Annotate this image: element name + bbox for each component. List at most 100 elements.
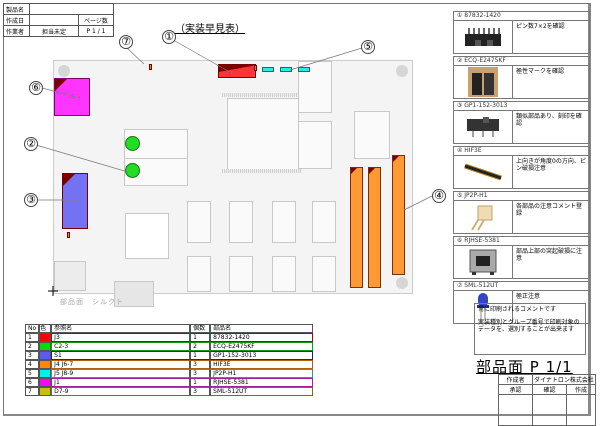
callout-6: ⑥ (29, 81, 43, 95)
legend-no: 7 (25, 387, 40, 396)
part-s1[interactable] (62, 173, 88, 229)
part-j1[interactable] (54, 78, 90, 116)
regulator (114, 281, 154, 307)
part-j4[interactable] (392, 155, 405, 275)
legend-qty: 3 (190, 387, 211, 396)
part-j9[interactable] (298, 67, 310, 72)
page-value: P 1 / 1 (78, 25, 114, 37)
rj45-jack-icon (454, 246, 513, 278)
create-label: 作成 (566, 384, 596, 395)
part-card-note: 上向きが角度0の方向、ピン破損注意 (516, 158, 586, 172)
legend-color-swatch (39, 387, 52, 396)
legend-qty: 1 (190, 378, 211, 387)
part-d7[interactable] (149, 64, 152, 70)
part-card-title: ⑥ RJHSE-5381 (454, 237, 589, 246)
legend-no: 1 (25, 333, 40, 342)
check-stamp[interactable] (532, 394, 567, 426)
comment-line-1: 常に印刷されるコメントです (478, 306, 557, 313)
part-c2[interactable] (125, 136, 140, 151)
part-card-note: ピン数7×2を確認 (516, 23, 565, 30)
part-card-title: ⑤ JP2P-H1 (454, 192, 589, 201)
buffer-chip (272, 201, 296, 243)
capacitor-icon (454, 66, 513, 98)
part-card-title: ④ HIF3E (454, 147, 589, 156)
legend-no: 6 (25, 378, 40, 387)
pcb-board (53, 60, 413, 307)
header-ref: 参照名 (51, 324, 191, 333)
legend-no: 2 (25, 342, 40, 351)
callout-1: ① (162, 30, 176, 44)
part-card: ① 87832-1420 ピン数7×2を確認 (453, 11, 590, 54)
legend-no: 3 (25, 351, 40, 360)
author-label: 作成者 (498, 374, 533, 385)
header-part: 部品名 (210, 324, 314, 333)
legend-part: RJHSE-5381 (210, 378, 314, 387)
part-card-title: ③ GP1-152-3013 (454, 102, 589, 111)
part-card-note: 極性マークを確認 (516, 68, 565, 75)
legend-qty: 1 (190, 333, 211, 342)
part-j6[interactable] (350, 167, 363, 288)
silk-label: 部品面 シルクト (60, 298, 124, 306)
part-j5[interactable] (262, 67, 274, 72)
legend-color-swatch (39, 369, 52, 378)
title-block: 製品名 作成日 ページ数 作業者 担当未定 P 1 / 1 (3, 3, 114, 37)
legend-ref: C2-3 (51, 342, 191, 351)
legend-color-swatch (39, 360, 52, 369)
mount-hole (396, 277, 408, 289)
header-qty: 個数 (190, 324, 211, 333)
buffer-chip (187, 201, 211, 243)
legend-part: GP1-152-3013 (210, 351, 314, 360)
header-color: 色 (39, 324, 52, 333)
callout-2: ② (24, 137, 38, 151)
buffer-chip (229, 201, 253, 243)
comment-line-2: 実装種別とグループ番号で印刷対象のデータを、選別することが出来ます (478, 319, 580, 333)
part-card-title: ② ECQ-E2475KF (454, 57, 589, 66)
sram-chip (298, 121, 332, 169)
part-card: ④ HIF3E 上向きが角度0の方向、ピン破損注意 (453, 146, 590, 189)
part-j3[interactable] (218, 64, 257, 78)
part-c3[interactable] (125, 163, 140, 178)
legend-ref: D7-9 (51, 387, 191, 396)
callout-7: ⑦ (119, 35, 133, 49)
part-card-title: ① 87832-1420 (454, 12, 589, 21)
company-name: ダイナトロン株式会社 (532, 374, 596, 385)
part-d8[interactable] (254, 65, 257, 71)
part-j7[interactable] (368, 167, 381, 288)
buffer-chip (272, 256, 296, 292)
legend-qty: 1 (190, 351, 211, 360)
legend-color-swatch (39, 351, 52, 360)
legend-color-swatch (39, 378, 52, 387)
buffer-chip (187, 256, 211, 292)
flash-chip (354, 111, 390, 159)
legend-ref: J1 (51, 378, 191, 387)
callout-5: ⑤ (361, 40, 375, 54)
approve-label: 承認 (498, 384, 533, 395)
part-card: ② ECQ-E2475KF 極性マークを確認 (453, 56, 590, 99)
part-card-title: ⑦ SML-512UT (454, 282, 589, 291)
legend-part: HIF3E (210, 360, 314, 369)
connector-strip-icon (454, 156, 513, 188)
buffer-chip (312, 256, 336, 292)
callout-4: ④ (432, 189, 446, 203)
buffer-chip (312, 201, 336, 243)
part-d9[interactable] (67, 232, 70, 238)
legend-part: SML-512UT (210, 387, 314, 396)
approve-stamp[interactable] (498, 394, 533, 426)
mount-hole (58, 65, 70, 77)
legend-color-swatch (39, 333, 52, 342)
comment-box: 常に印刷されるコメントです 実装種別とグループ番号で印刷対象のデータを、選別する… (474, 303, 586, 355)
cpu-chip (125, 213, 169, 259)
parts-panel: ① 87832-1420 ピン数7×2を確認 ② ECQ-E2475KF 極性マークを… (453, 11, 590, 326)
legend-part: 87832-1420 (210, 333, 314, 342)
create-stamp[interactable] (566, 394, 596, 426)
check-label: 確認 (532, 384, 567, 395)
origin-crosshair-icon (48, 286, 58, 296)
